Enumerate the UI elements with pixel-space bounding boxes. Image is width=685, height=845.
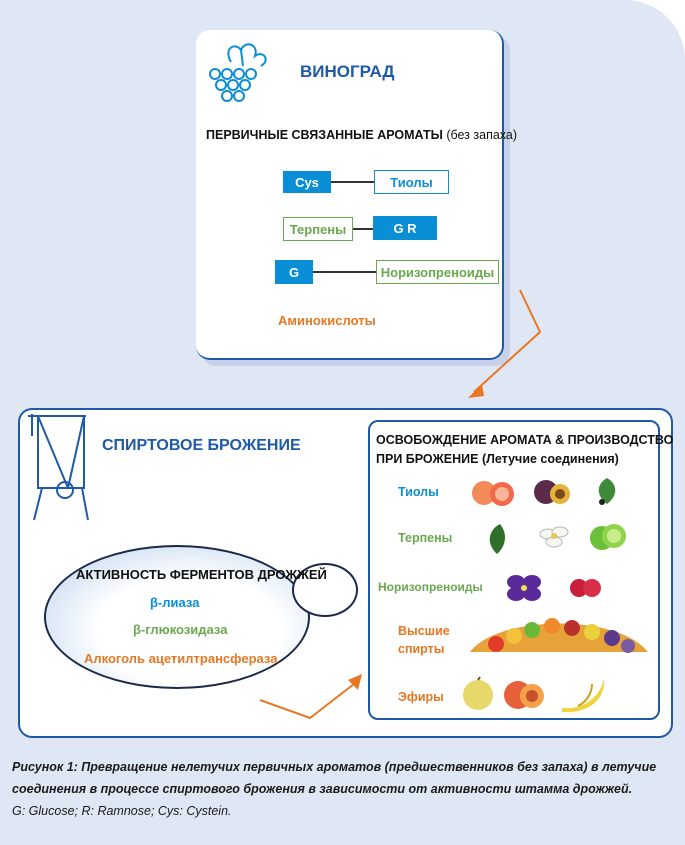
g-link-line [313,271,376,273]
enzyme-beta-lyase: β-лиаза [150,595,200,610]
lime-icon [590,524,626,550]
mixed-fruits-icon [470,618,648,653]
apple-icon [463,676,493,710]
thiols-tag: Тиолы [374,170,449,194]
enzyme-activity-ellipse [44,545,310,689]
release-label-higher: Высшие [398,624,450,638]
enzyme-beta-glucosidase: β-глюкозидаза [133,622,228,637]
cys-link-line [331,181,374,183]
primary-aromas-paren: (без запаха) [446,128,518,142]
passion-fruit-icon [534,480,570,504]
thought-bubble [292,563,358,617]
caption-line1: Рисунок 1: Превращение нелетучих первичн… [12,760,657,774]
blackcurrant-leaf-icon [598,478,616,505]
banana-icon [562,678,605,713]
terpenes-link-line [353,228,373,230]
release-label-thiols: Тиолы [398,485,439,499]
grape-box [196,30,504,360]
aroma-release-box [368,420,660,720]
caption-legend: G: Glucose; R: Ramnose; Cys: Cystein. [12,804,232,818]
grapefruit-icon [472,481,514,506]
fermentation-title: СПИРТОВОЕ БРОЖЕНИЕ [102,437,301,454]
release-label-terpenes: Терпены [398,531,453,545]
grape-icon [209,43,267,102]
grape-title: ВИНОГРАД [300,62,395,81]
leaf-icon [489,524,506,554]
jasmine-flower-icon [539,526,569,548]
enzyme-activity-title: АКТИВНОСТЬ ФЕРМЕНТОВ ДРОЖЖЕЙ [76,567,327,582]
terpenes-tag: Терпены [283,217,353,241]
fermentation-tank-icon [28,414,89,521]
peach-icon [504,681,544,709]
primary-aromas-main: ПЕРВИЧНЫЕ СВЯЗАННЫЕ АРОМАТЫ [206,128,443,142]
enzyme-alcohol-acetyltransferase: Алкоголь ацетилтрансфераза [84,651,278,666]
amino-acids-label: Аминокислоты [278,313,376,328]
primary-aromas-title: ПЕРВИЧНЫЕ СВЯЗАННЫЕ АРОМАТЫ (без запаха) [206,128,517,142]
release-label-alcohols: спирты [398,642,445,656]
release-title-line2: ПРИ БРОЖЕНИЕ (Летучие соединения) [376,452,619,466]
release-label-norisoprenoids: Норизопреноиды [378,580,483,594]
release-label-esters: Эфиры [398,690,444,704]
release-title-line1: ОСВОБОЖДЕНИЕ АРОМАТА & ПРОИЗВОДСТВО [376,433,674,447]
gr-tag: G R [373,216,437,240]
norisoprenoids-tag: Норизопреноиды [376,260,499,284]
raspberry-icon [570,579,601,597]
arrow-top-to-bottom [468,289,542,398]
violet-flower-icon [507,575,541,601]
arrow-ellipse-to-release [259,674,362,720]
caption-line2: соединения в процессе спиртового брожени… [12,782,633,796]
g-tag: G [275,260,313,284]
cys-tag: Cys [283,171,331,193]
